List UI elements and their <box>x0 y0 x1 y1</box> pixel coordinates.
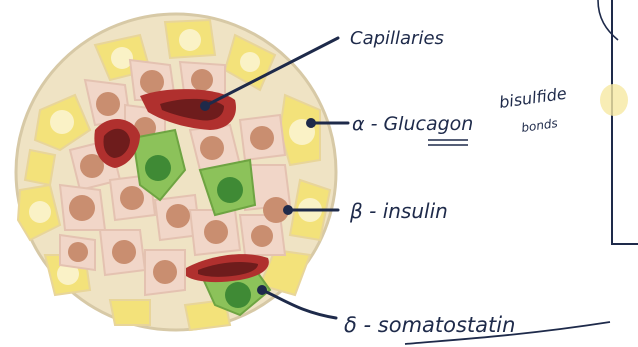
delta-somatostatin-label: δ - somatostatin <box>344 313 515 337</box>
bisulfide-note: bisulfide <box>498 84 568 112</box>
capillaries-label: Capillaries <box>350 28 444 49</box>
bonds-note: bonds <box>520 116 558 135</box>
beta-insulin-label: β - insulin <box>349 199 448 223</box>
alpha-glucagon-label: α - Glucagon <box>352 113 473 135</box>
islet <box>16 14 336 330</box>
side-panel <box>598 0 638 244</box>
